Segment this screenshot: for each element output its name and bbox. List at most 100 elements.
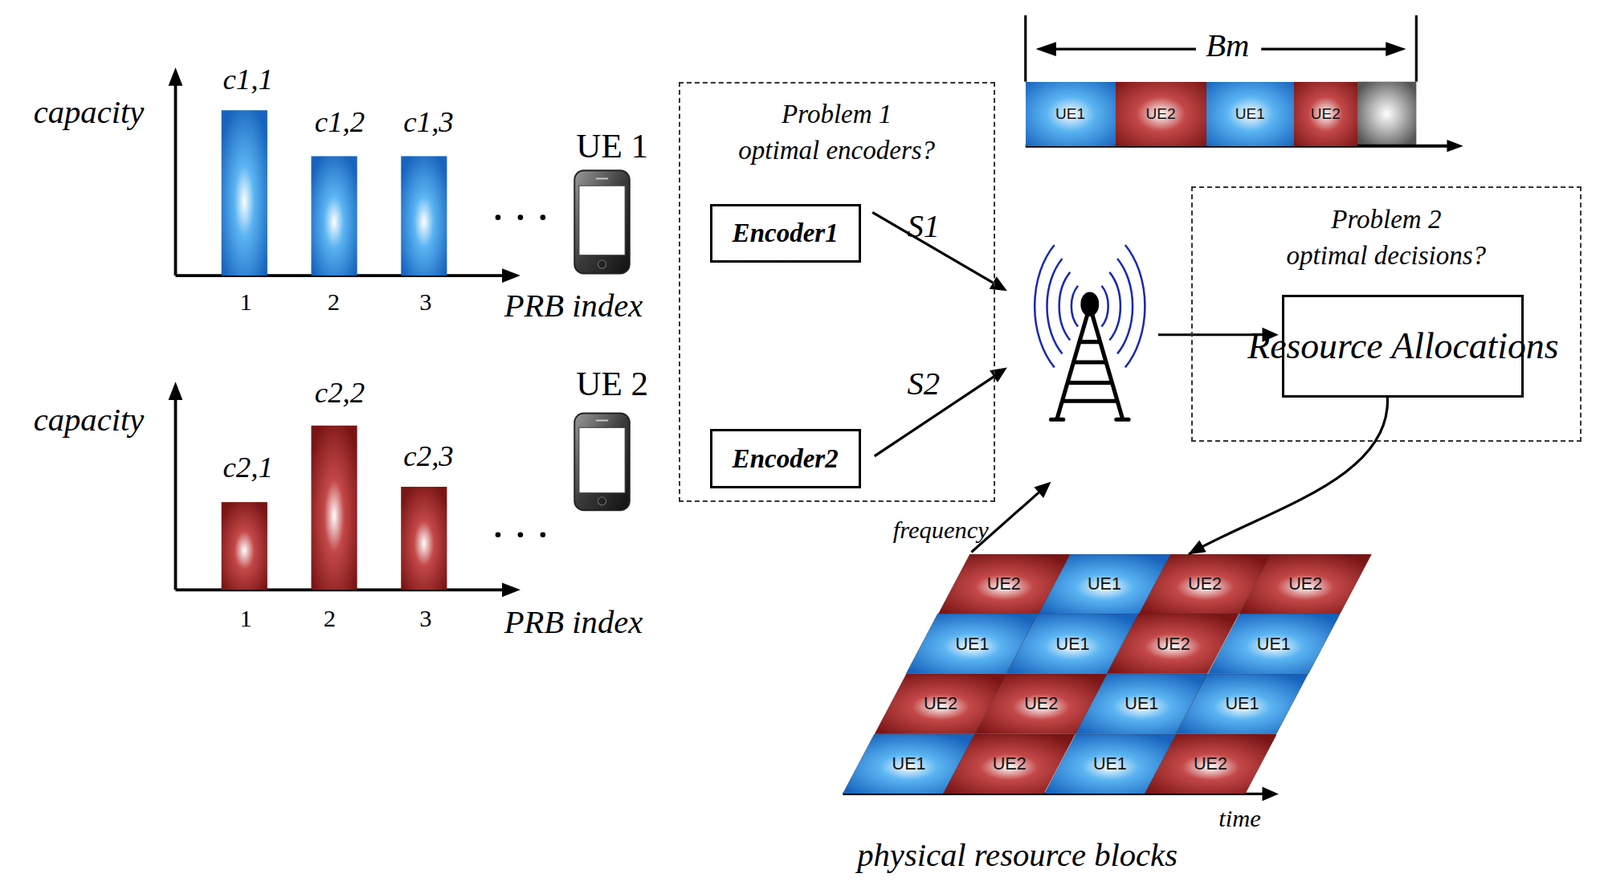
device-label: UE 2 <box>575 364 649 404</box>
capacity-chart-ue1 <box>168 67 547 283</box>
device-label: UE 1 <box>575 126 649 166</box>
cell-text: UE2 <box>1193 753 1228 775</box>
base-station-tower <box>1125 244 1146 368</box>
grid-axes <box>1033 481 1051 498</box>
capacity-chart-ue1 <box>495 214 502 221</box>
uplink-arrow <box>872 212 1008 457</box>
bandwidth-dimension <box>1415 15 1418 82</box>
base-station-tower <box>1063 399 1117 404</box>
base-station-tower <box>1046 258 1062 354</box>
axis-title: capacity <box>33 93 145 131</box>
capacity-chart-ue1 <box>502 268 521 283</box>
base-station-tower <box>1051 306 1130 420</box>
capacity-chart-ue1 <box>168 67 184 86</box>
base-station-tower <box>1102 285 1109 327</box>
prb-strip-cell: UE2 <box>1115 81 1207 147</box>
base-station-tower <box>1079 339 1100 344</box>
capacity-chart-ue2 <box>540 531 547 538</box>
problem-box: Problem 1optimal encoders?Encoder1Encode… <box>678 81 996 503</box>
uplink-arrow <box>989 276 1008 291</box>
capacity-value: c2,3 <box>403 440 454 474</box>
capacity-value: c1,2 <box>314 106 365 139</box>
problem-box: Problem 2optimal decisions?Resource Allo… <box>1191 186 1583 442</box>
capacity-value: c2,2 <box>314 376 365 410</box>
capacity-chart-ue1 <box>540 214 547 221</box>
grid-axes <box>1261 787 1278 802</box>
station-to-allocation-arrow <box>1158 333 1264 336</box>
phone-icon <box>574 170 630 274</box>
capacity-chart-ue2 <box>168 381 547 597</box>
process-box: Resource Allocations <box>1281 294 1524 398</box>
cell-shape <box>1239 554 1372 615</box>
capacity-chart-ue2 <box>502 582 521 597</box>
capacity-chart-ue2 <box>310 425 357 591</box>
figure-label: physical resource blocks <box>857 836 1178 874</box>
cell-text: UE2 <box>1146 105 1176 123</box>
resource-block-cell: UE1 <box>1208 613 1341 674</box>
connector-arrow <box>1188 397 1388 555</box>
prb-strip-axis <box>1357 81 1417 147</box>
cell-text: UE1 <box>1055 105 1086 123</box>
cell-text: UE1 <box>1056 633 1090 655</box>
prb-strip-axis <box>1446 139 1463 152</box>
base-station-tower <box>1059 272 1071 341</box>
grid-axes <box>842 481 1278 802</box>
cell-text: UE1 <box>1124 693 1159 715</box>
signal-label: S1 <box>906 208 940 245</box>
phone-icon <box>595 177 609 180</box>
phone-icon <box>574 170 630 274</box>
bandwidth-label: Bm <box>1205 28 1249 65</box>
tick-label: 2 <box>327 289 340 318</box>
resource-block-cell: UE2 <box>1239 554 1372 615</box>
encoder-box: Encoder1 <box>710 204 862 264</box>
base-station-tower <box>1034 244 1055 368</box>
bandwidth-dimension <box>1053 47 1196 50</box>
phone-icon <box>597 497 606 506</box>
cell-shape <box>1144 734 1278 795</box>
cell-text: UE1 <box>1093 753 1127 775</box>
cell-text: UE1 <box>1235 105 1266 123</box>
encoder-box: Encoder2 <box>710 428 862 489</box>
base-station-tower <box>1109 272 1121 341</box>
box-heading: Problem 2 <box>1192 201 1581 238</box>
cell-text: UE2 <box>1156 633 1191 655</box>
capacity-value: c2,1 <box>223 451 274 485</box>
base-station-tower <box>1034 244 1145 368</box>
cell-text: UE1 <box>1224 693 1259 715</box>
cell-text: UE2 <box>923 693 958 715</box>
bandwidth-dimension <box>1261 47 1388 50</box>
prb-strip-cell: UE2 <box>1293 81 1358 147</box>
cell-text: UE2 <box>1288 573 1323 595</box>
box-text: Encoder1 <box>732 215 839 252</box>
cell-text: UE2 <box>987 573 1021 595</box>
tick-label: 1 <box>240 289 253 318</box>
box-text: Encoder2 <box>732 440 839 478</box>
capacity-chart-ue2 <box>174 398 178 591</box>
cell-text: UE2 <box>1187 573 1222 595</box>
base-station-tower <box>1071 285 1078 327</box>
cell-shape <box>1208 613 1341 674</box>
tick-label: 1 <box>240 605 253 633</box>
axis-title: PRB index <box>504 288 644 325</box>
box-heading: Problem 1 <box>680 96 994 133</box>
bandwidth-dimension <box>1035 41 1056 57</box>
capacity-chart-ue1 <box>400 155 447 276</box>
cell-text: UE1 <box>1087 573 1122 595</box>
tick-label: 3 <box>419 289 432 318</box>
axis-title: capacity <box>33 402 145 439</box>
cell-text: UE2 <box>1310 105 1341 123</box>
bandwidth-dimension <box>1024 15 1027 82</box>
tick-label: 2 <box>323 605 336 633</box>
phone-icon <box>574 413 630 511</box>
cell-text: UE1 <box>955 633 989 655</box>
capacity-value: c1,1 <box>223 63 274 97</box>
capacity-chart-ue2 <box>168 381 184 400</box>
axis-title: time <box>1218 805 1261 833</box>
base-station-tower <box>1034 244 1145 420</box>
resource-block-cell: UE2 <box>1144 734 1278 795</box>
uplink-arrow <box>989 367 1008 383</box>
resource-block-cell: UE1 <box>1175 673 1309 735</box>
cell-shape <box>1175 673 1309 735</box>
